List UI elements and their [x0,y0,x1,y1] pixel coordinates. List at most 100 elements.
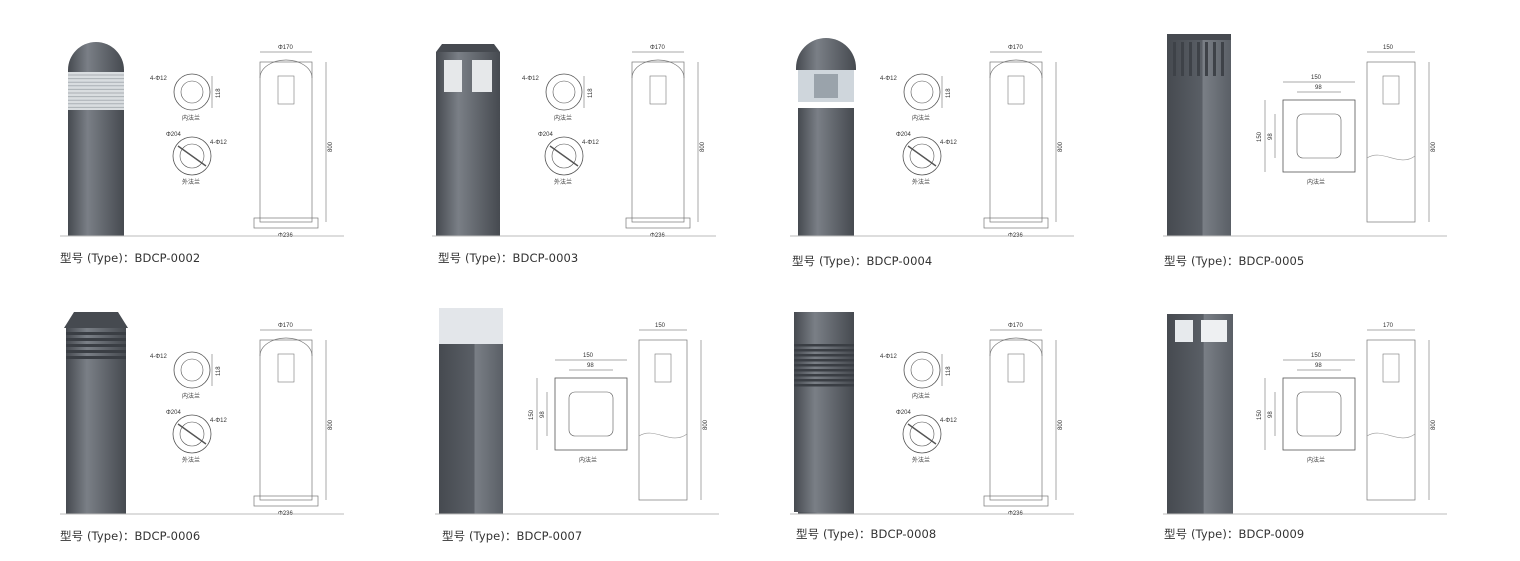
lamp-holder [649,75,667,105]
vent-slot [1205,42,1208,76]
product-type-caption: 型号 (Type)：BDCP-0003 [438,251,579,265]
pole-body [794,312,854,512]
top-cap [1167,34,1231,40]
flange-width-label: 150 [1311,353,1322,359]
flange-slot [907,145,937,167]
light-box [439,308,503,344]
louvre-slot [66,344,126,347]
louvre-slot [66,338,126,341]
product-type-caption: 型号 (Type)：BDCP-0005 [1164,254,1305,268]
lamp-holder [1382,353,1400,383]
flange-height-label: 150 [529,409,535,420]
outer-diameter-label: Φ204 [166,132,181,138]
outer-flange-bore [909,143,935,169]
product-type-caption: 型号 (Type)：BDCP-0006 [60,529,201,543]
lamp-holder [277,353,295,383]
square-flange-bore [1296,391,1342,437]
break-line [1366,432,1416,439]
pcd-label: 118 [946,366,952,376]
hole-spec-label: 4-Φ12 [940,140,957,146]
inner-flange-bore [552,80,576,104]
height-label: 800 [328,419,334,430]
width-label: Φ170 [650,45,665,51]
inner-flange-label: 内法兰 [554,114,572,122]
inner-flange-circle [173,351,211,389]
outer-flange-label: 外法兰 [182,456,200,464]
height-label: 800 [703,419,709,430]
inner-flange-circle [903,73,941,111]
height-label: 800 [328,141,334,152]
elevation-base [983,217,1049,229]
inner-flange-bore [910,80,934,104]
width-label: 150 [1383,45,1394,51]
break-line [1366,154,1416,161]
square-flange [1282,377,1356,451]
inner-height-label: 98 [1268,133,1274,140]
outer-flange-circle [902,136,942,176]
inner-flange-bore [180,80,204,104]
product-type-caption: 型号 (Type)：BDCP-0009 [1164,527,1305,541]
lamp-reflector [814,74,838,98]
outer-flange-circle [902,414,942,454]
bollard-photo [796,38,856,236]
elevation-outline [1366,339,1416,501]
width-label: Φ170 [278,323,293,329]
hole-spec-label: 4-Φ12 [150,76,167,82]
square-flange [554,377,628,451]
light-window [1201,320,1227,342]
square-flange [1282,99,1356,173]
pcd-label: 118 [216,88,222,98]
bollard-photo [794,312,854,514]
outer-flange-circle [544,136,584,176]
outer-flange-circle [172,414,212,454]
vent-slot [1197,42,1200,76]
width-label: 150 [655,323,666,329]
height-label: 800 [1058,419,1064,430]
break-line [638,432,688,439]
product-type-caption: 型号 (Type)：BDCP-0008 [796,527,937,541]
pcd-label: 118 [588,88,594,98]
height-label: 800 [1431,419,1437,430]
louvre-slot [794,369,854,372]
inner-width-label: 98 [1315,85,1322,91]
height-label: 800 [1431,141,1437,152]
lamp-holder [277,75,295,105]
inner-flange-label: 内法兰 [1307,178,1325,186]
elevation-outline [638,339,688,501]
elevation-outline [989,339,1043,501]
elevation-head [989,337,1043,357]
elevation-base [625,217,691,229]
louvre-slot [794,379,854,382]
product-type-caption: 型号 (Type)：BDCP-0007 [442,529,583,543]
bollard-photo [64,312,128,514]
louvre-slot [794,344,854,347]
elevation-outline [259,339,313,501]
product-type-caption: 型号 (Type)：BDCP-0002 [60,251,201,265]
elevation-outline [259,61,313,223]
louvre-slot [66,332,126,335]
inner-flange-label: 内法兰 [912,114,930,122]
pcd-label: 118 [216,366,222,376]
pole-body [66,328,126,514]
inner-flange-label: 内法兰 [579,456,597,464]
inner-flange-bore [910,358,934,382]
elevation-outline [631,61,685,223]
dome-cap [796,38,856,70]
inner-width-label: 98 [1315,363,1322,369]
hole-spec-label: 4-Φ12 [150,354,167,360]
vent-slot [1173,42,1176,76]
inner-flange-label: 内法兰 [182,392,200,400]
outer-diameter-label: Φ204 [896,410,911,416]
